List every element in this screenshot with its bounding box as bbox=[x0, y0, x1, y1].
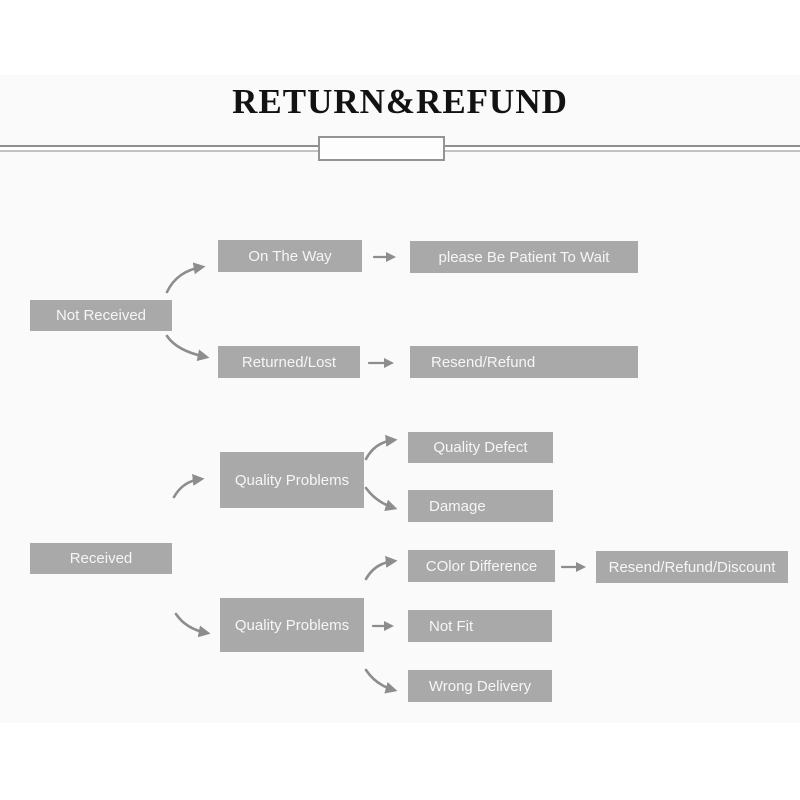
node-on-the-way: On The Way bbox=[218, 240, 362, 272]
node-quality-problems-a: Quality Problems bbox=[220, 452, 364, 508]
node-quality-problems-b: Quality Problems bbox=[220, 598, 364, 652]
node-label: Resend/Refund/Discount bbox=[608, 558, 776, 576]
node-quality-defect: Quality Defect bbox=[408, 432, 553, 463]
header-divider-badge bbox=[318, 136, 445, 161]
node-label: Quality Problems bbox=[234, 616, 350, 634]
node-label: Damage bbox=[429, 497, 486, 515]
node-label: Returned/Lost bbox=[241, 353, 337, 371]
node-resend-refund-discount: Resend/Refund/Discount bbox=[596, 551, 788, 583]
node-please-be-patient-to-wait: please Be Patient To Wait bbox=[410, 241, 638, 273]
node-returned-lost: Returned/Lost bbox=[218, 346, 360, 378]
node-label: On The Way bbox=[248, 247, 332, 265]
node-label: Quality Defect bbox=[433, 439, 528, 456]
node-label: Quality Problems bbox=[234, 471, 350, 489]
node-not-received: Not Received bbox=[30, 300, 172, 331]
node-resend-refund: Resend/Refund bbox=[410, 346, 638, 378]
node-label: Resend/Refund bbox=[431, 353, 536, 371]
node-label: Not Received bbox=[55, 307, 147, 324]
node-color-difference: COlor Difference bbox=[408, 550, 555, 582]
node-damage: Damage bbox=[408, 490, 553, 522]
page-title: RETURN&REFUND bbox=[232, 82, 568, 121]
node-label: COlor Difference bbox=[425, 557, 538, 575]
node-label: please Be Patient To Wait bbox=[438, 248, 610, 266]
node-not-fit: Not Fit bbox=[408, 610, 552, 642]
node-received: Received bbox=[30, 543, 172, 574]
node-label: Received bbox=[69, 550, 133, 567]
node-label: Not Fit bbox=[429, 617, 474, 635]
content-panel bbox=[0, 75, 800, 723]
node-wrong-delivery: Wrong Delivery bbox=[408, 670, 552, 702]
node-label: Wrong Delivery bbox=[428, 677, 532, 695]
